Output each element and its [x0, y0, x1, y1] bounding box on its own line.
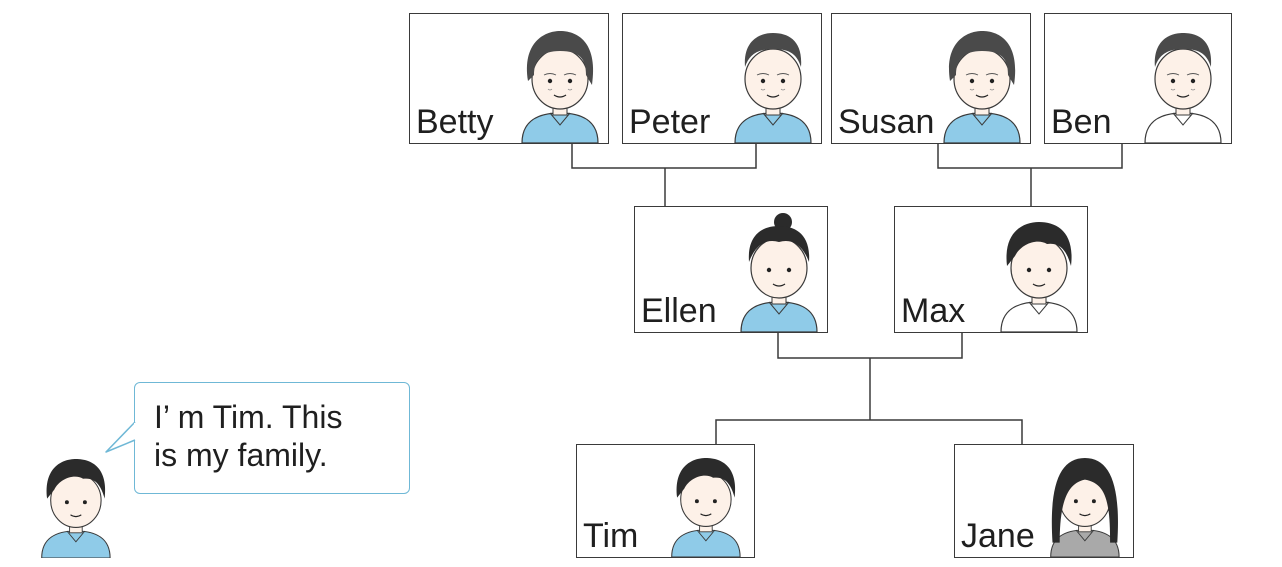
- person-card-betty: Betty: [409, 13, 609, 144]
- person-name: Max: [901, 292, 966, 330]
- grandpa-icon: [1144, 33, 1222, 143]
- person-card-peter: Peter: [622, 13, 822, 144]
- grandma-icon: [943, 31, 1021, 143]
- person-name: Peter: [629, 103, 711, 141]
- mother-icon: [740, 213, 818, 332]
- person-name: Jane: [961, 517, 1035, 555]
- grandpa-icon: [734, 33, 812, 143]
- person-name: Tim: [583, 517, 639, 555]
- speech-line-2: is my family.: [154, 437, 328, 473]
- person-name: Susan: [838, 103, 935, 141]
- speech-line-1: I’ m Tim. This: [154, 399, 343, 435]
- person-card-susan: Susan: [831, 13, 1031, 144]
- person-card-ellen: Ellen: [634, 206, 828, 333]
- speech-text: I’ m Tim. This is my family.: [154, 398, 404, 474]
- girl-icon: [1050, 458, 1120, 557]
- speech-bubble-tail: [105, 421, 137, 453]
- speech-bubble: [134, 382, 410, 494]
- boy-speaker-icon: [41, 459, 111, 558]
- person-card-tim: Tim: [576, 444, 755, 558]
- boy-icon: [671, 458, 741, 557]
- person-name: Betty: [416, 103, 494, 141]
- father-icon: [1000, 222, 1078, 332]
- person-name: Ellen: [641, 292, 717, 330]
- grandma-icon: [521, 31, 599, 143]
- person-name: Ben: [1051, 103, 1112, 141]
- person-card-jane: Jane: [954, 444, 1134, 558]
- person-card-max: Max: [894, 206, 1088, 333]
- person-card-ben: Ben: [1044, 13, 1232, 144]
